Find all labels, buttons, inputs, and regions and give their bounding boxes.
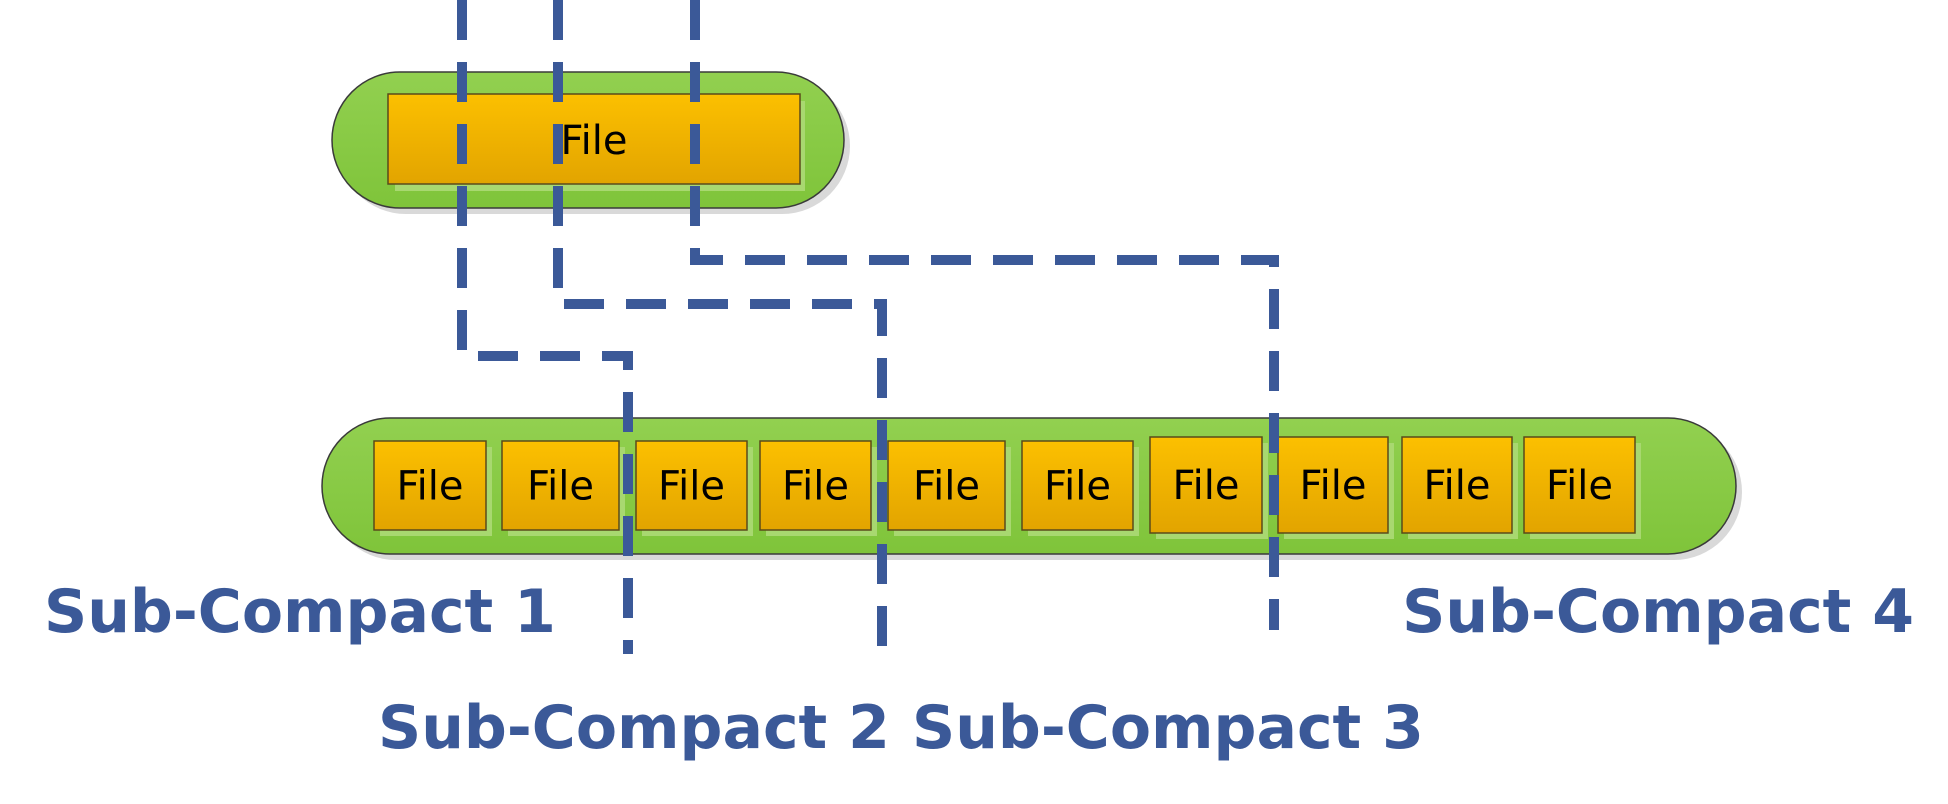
bottom-file-8: File <box>1277 436 1394 539</box>
bottom-file-box <box>1021 440 1134 531</box>
bottom-file-label: File <box>527 464 594 510</box>
bottom-file-2: File <box>501 440 625 536</box>
bottom-file-box <box>635 440 748 531</box>
top-file-label: File <box>561 118 628 164</box>
sub-compact-labels: Sub-Compact 1 Sub-Compact 2 Sub-Compact … <box>44 577 1914 763</box>
bottom-file-box <box>1523 436 1636 534</box>
sub-compact-label-3: Sub-Compact 3 <box>912 693 1424 763</box>
bottom-file-label: File <box>1044 464 1111 510</box>
bottom-file-box <box>501 440 620 531</box>
bottom-file-box <box>887 440 1006 531</box>
top-file-box <box>387 93 801 185</box>
split-line-2 <box>553 0 887 654</box>
sub-compact-label-2: Sub-Compact 2 <box>378 693 890 763</box>
bottom-file-9: File <box>1401 436 1518 539</box>
bottom-file-label: File <box>1424 463 1491 509</box>
bottom-file-label: File <box>1173 463 1240 509</box>
bottom-level-container: File File File File File File File File File File <box>321 417 1742 560</box>
bottom-file-box <box>1277 436 1389 534</box>
bottom-file-label: File <box>1300 463 1367 509</box>
bottom-file-box <box>759 440 872 531</box>
split-lines <box>457 0 1279 654</box>
bottom-file-label: File <box>658 464 725 510</box>
bottom-file-10: File <box>1523 436 1641 539</box>
bottom-file-label: File <box>913 464 980 510</box>
sub-compact-label-4: Sub-Compact 4 <box>1402 577 1914 647</box>
bottom-file-7: File <box>1149 436 1268 539</box>
bottom-file-3: File <box>635 440 753 536</box>
bottom-file-6: File <box>1021 440 1139 536</box>
bottom-file-box <box>373 440 487 531</box>
top-level-container: File <box>331 71 850 214</box>
bottom-file-1: File <box>373 440 492 536</box>
sub-compact-label-1: Sub-Compact 1 <box>44 577 556 647</box>
bottom-file-5: File <box>887 440 1011 536</box>
bottom-file-box <box>1401 436 1513 534</box>
bottom-file-label: File <box>782 464 849 510</box>
split-line-3 <box>690 0 1279 630</box>
bottom-file-label: File <box>1546 463 1613 509</box>
bottom-file-4: File <box>759 440 877 536</box>
bottom-file-row: File File File File File File File File File File <box>373 436 1641 539</box>
split-line-1 <box>457 0 633 654</box>
bottom-file-label: File <box>397 464 464 510</box>
bottom-file-box <box>1149 436 1263 534</box>
